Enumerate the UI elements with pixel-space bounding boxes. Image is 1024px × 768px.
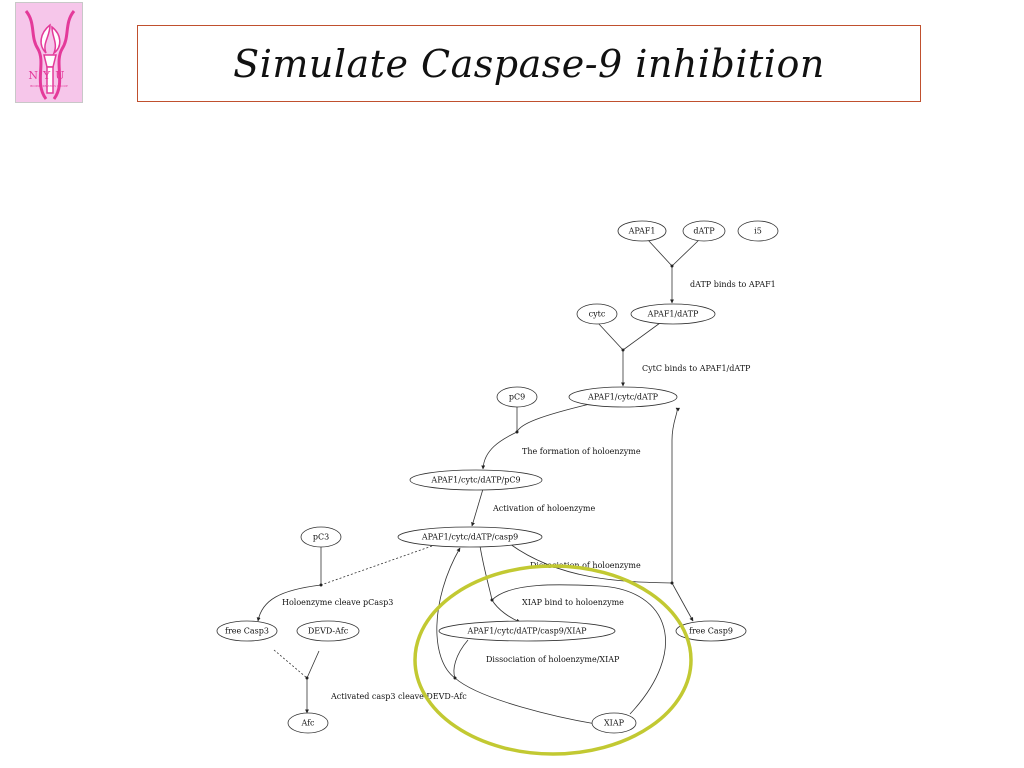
node-label: XIAP [604,719,625,728]
edge [256,584,322,622]
node-pc3 [300,526,342,548]
reaction-label: Activated casp3 cleave DEVD-Afc [330,692,467,701]
torch-icon [24,10,76,100]
reaction-label: Activation of holoenzyme [492,504,595,513]
node-devd-afc [296,620,360,642]
node-apaf1-datp [630,303,716,325]
logo-text: NYU [28,69,70,82]
highlight-circle [413,564,693,756]
node-label: i5 [754,227,762,236]
reaction-label: dATP binds to APAF1 [690,280,776,289]
edge [273,649,308,679]
node-free-casp3 [216,620,278,642]
edge [597,322,624,351]
edge [516,403,591,433]
node-label: free Casp3 [225,627,269,636]
logo-subtext: BIOINFORMATICS GROUP [30,84,68,88]
node-label: APAF1 [628,227,656,236]
edge [320,545,433,586]
edge [471,488,484,527]
reaction-label: CytC binds to APAF1/dATP [642,364,751,373]
edge [306,650,320,679]
node-label: DEVD-Afc [308,627,349,636]
node-label: APAF1/cytc/dATP [587,393,659,402]
edge [671,582,694,622]
node-apaf1-cytc-datp [568,386,678,408]
node-datp [682,220,726,242]
edge [454,677,597,726]
node-label: APAF1/dATP [647,310,699,319]
reaction-label: The formation of holoenzyme [522,447,641,456]
page-title: Simulate Caspase-9 inhibition [233,41,825,86]
reaction-label: Holoenzyme cleave pCasp3 [282,598,393,607]
node-pc9 [496,386,538,408]
edge [453,639,469,679]
edge [647,239,673,267]
node-xiap [591,712,637,734]
reaction-label: Dissociation of holoenzyme/XIAP [486,655,620,664]
edge [671,407,681,583]
node-free-casp9 [675,620,747,642]
edge [436,547,461,679]
node-label: APAF1/cytc/dATP/pC9 [430,476,520,485]
node-label: pC9 [509,393,525,402]
edge [491,599,521,623]
edge [481,431,518,470]
node-label: pC3 [313,533,329,542]
node-label: APAF1/cytc/dATP/casp9/XIAP [466,627,587,636]
node-label: free Casp9 [689,627,733,636]
reaction-label: XIAP bind to holoenzyme [522,598,624,607]
edge [491,584,666,715]
edge [509,543,673,584]
node-apaf1-cytc-datp-casp9 [397,526,543,548]
node-label: Afc [300,719,315,728]
edge [671,239,700,267]
node-i5 [737,220,779,242]
node-label: dATP [693,227,715,236]
node-label: APAF1/cytc/dATP/casp9 [421,533,518,542]
node-afc [287,712,329,734]
node-apaf1 [617,220,667,242]
reaction-points [305,264,674,680]
node-label: cytc [589,310,606,319]
node-apaf1-cytc-datp-casp9-xiap [438,620,616,642]
node-apaf1-cytc-datp-pc9 [409,469,543,491]
title-box: Simulate Caspase-9 inhibition [137,25,921,102]
edge [479,545,493,601]
reaction-label: Dissociation of holoenzyme [530,561,641,570]
edge [622,322,661,351]
node-cytc [576,303,618,325]
nyu-logo: NYU BIOINFORMATICS GROUP [15,2,83,103]
